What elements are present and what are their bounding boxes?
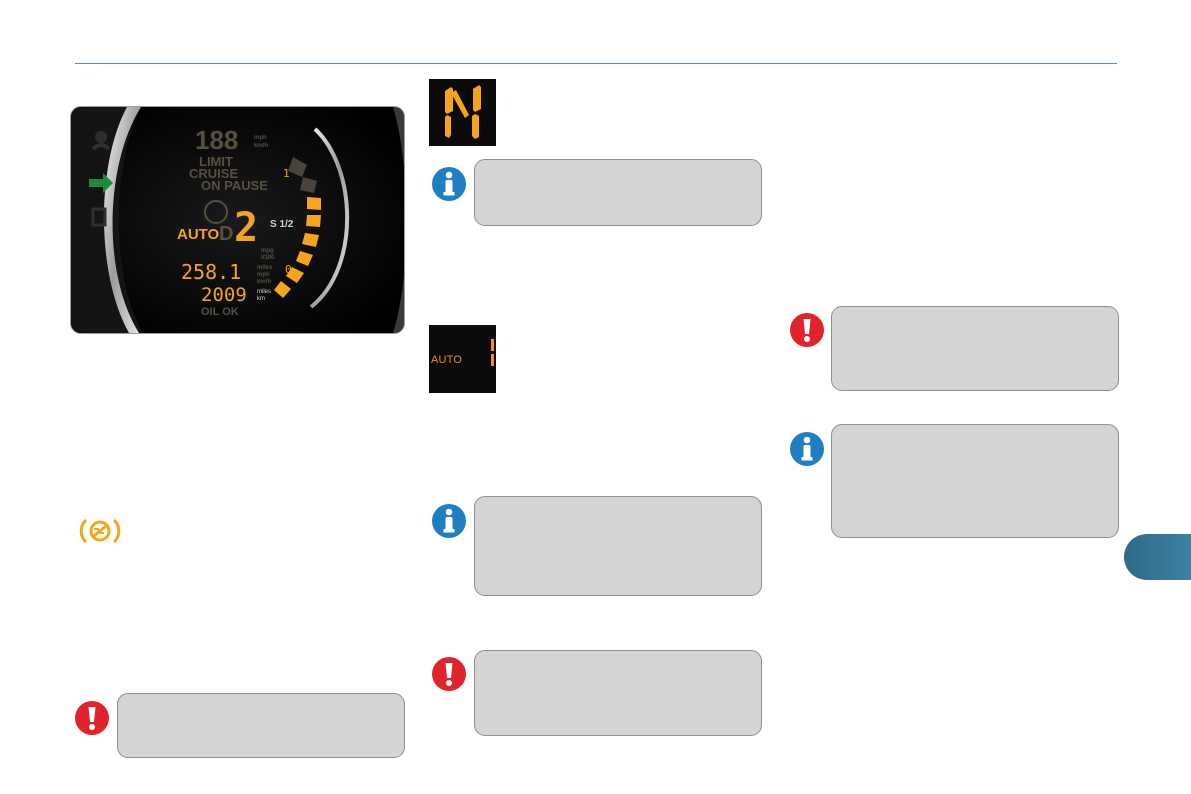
gear-segment-bottom <box>491 354 494 366</box>
gear-segment-top <box>491 339 494 351</box>
drive-indicator: D <box>219 223 233 245</box>
warning-note-2 <box>474 650 762 736</box>
auto-mode-display: AUTO <box>429 325 496 393</box>
speed-digits: 188 <box>195 125 238 155</box>
oil-status: OIL OK <box>201 306 239 318</box>
info-icon <box>431 166 467 207</box>
header-rule <box>75 63 1117 64</box>
warning-icon <box>789 312 825 353</box>
per-100-label: l/100 <box>261 255 275 261</box>
trip-unit-miles: miles <box>257 265 273 271</box>
trip-readout: 258.1 <box>181 260 241 284</box>
odo-unit-km: km <box>257 296 265 302</box>
shift-half-label: S 1/2 <box>270 219 294 230</box>
fuel-gauge: 1 0 <box>274 157 321 298</box>
limit-label: LIMIT <box>199 154 233 169</box>
chapter-tab[interactable] <box>1124 534 1191 580</box>
odo-unit-miles: miles <box>257 289 271 295</box>
info-note-1 <box>474 159 762 226</box>
gear-digit: 2 <box>234 205 258 251</box>
warning-icon <box>74 700 110 741</box>
cruise-label: CRUISE <box>189 166 238 181</box>
speed-unit-mph: mph <box>254 135 267 141</box>
odometer-readout: 2009 <box>201 284 247 306</box>
fuel-empty-label: 0 <box>285 263 292 276</box>
warning-note-3 <box>831 306 1119 391</box>
instrument-panel-photo: 1 0 188 mph km/h LIMIT CRUISE ON PAUSE A… <box>71 107 404 333</box>
gear-n-display <box>429 79 496 146</box>
speed-unit-kmh: km/h <box>254 143 268 149</box>
auto-indicator: AUTO <box>177 226 220 243</box>
info-icon <box>431 503 467 544</box>
on-pause-label: ON PAUSE <box>201 178 268 193</box>
trip-unit-mph: mph <box>257 272 270 278</box>
info-note-2 <box>474 496 762 596</box>
mpg-label: mpg <box>261 248 274 254</box>
trip-unit-kmh: km/h <box>257 279 271 285</box>
fuel-full-label: 1 <box>283 167 290 180</box>
auto-mode-label: AUTO <box>431 354 463 366</box>
warning-note-1 <box>117 693 405 758</box>
brake-warning-icon <box>77 516 123 546</box>
info-note-3 <box>831 424 1119 538</box>
warning-icon <box>431 656 467 697</box>
info-icon <box>789 431 825 472</box>
